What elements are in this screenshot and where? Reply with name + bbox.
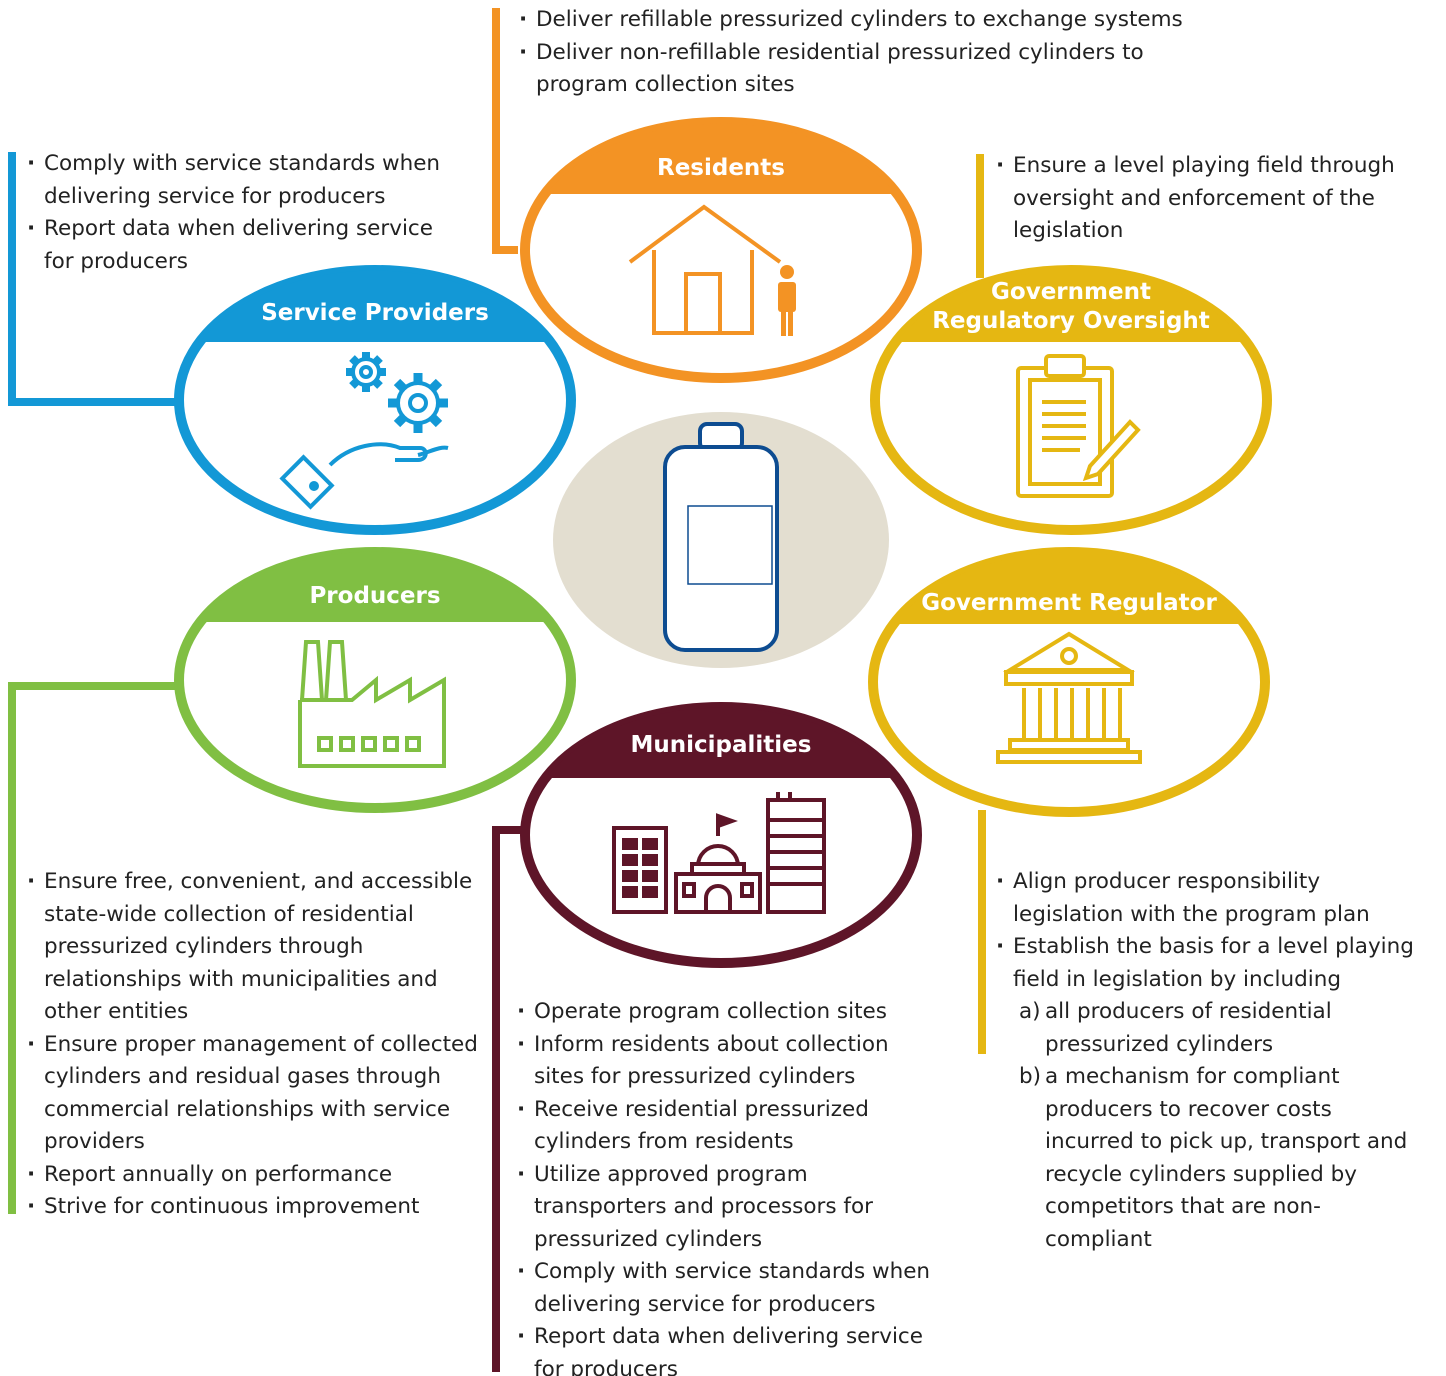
service-providers-bullet-list: Comply with service standards when deliv… — [27, 148, 477, 278]
city-buildings-icon — [612, 792, 826, 914]
government-regulator-sub-item: b) a mechanism for compliant producers t… — [1013, 1061, 1415, 1256]
government-regulator-title: Government Regulator — [921, 590, 1217, 616]
residents-title: Residents — [657, 155, 785, 181]
producers-header — [200, 551, 550, 622]
producers-bullet-list: Ensure free, convenient, and accessible … — [27, 866, 489, 1224]
government-regulator-group: Government Regulator — [868, 547, 1270, 1054]
municipalities-bullet: Report data when delivering service for … — [517, 1321, 959, 1376]
residents-bullet-list: Deliver refillable pressurized cylinders… — [519, 4, 1219, 102]
house-person-icon — [628, 204, 796, 336]
municipalities-connector-line — [492, 826, 530, 1372]
residents-header — [546, 123, 896, 194]
service-providers-connector-line — [8, 152, 180, 406]
government-regulator-sub-list: a) all producers of residential pressuri… — [1013, 996, 1436, 1256]
service-providers-group: Service Providers — [8, 152, 576, 535]
government-oversight-bullet: Ensure a level playing field through ove… — [996, 150, 1406, 248]
producers-group: Producers — [8, 547, 576, 1214]
producers-bullet: Ensure proper management of collected cy… — [27, 1029, 489, 1159]
residents-bullet: Deliver refillable pressurized cylinders… — [519, 4, 1219, 37]
residents-connector-line — [492, 8, 518, 254]
courthouse-icon — [996, 631, 1142, 764]
municipalities-bullet: Comply with service standards when deliv… — [517, 1256, 947, 1321]
government-oversight-bullet-list: Ensure a level playing field through ove… — [996, 150, 1406, 248]
government-regulator-bullet: Establish the basis for a level playing … — [996, 931, 1436, 1256]
clipboard-pencil-icon — [1016, 354, 1141, 498]
service-providers-header — [200, 270, 550, 342]
government-regulator-sub-item: a) all producers of residential pressuri… — [1013, 996, 1375, 1061]
municipalities-header — [546, 707, 896, 778]
service-providers-bullet: Report data when delivering service for … — [27, 213, 469, 278]
producers-bullet: Ensure free, convenient, and accessible … — [27, 866, 489, 1029]
service-providers-bullet: Comply with service standards when deliv… — [27, 148, 477, 213]
municipalities-bullet: Inform residents about collection sites … — [517, 1029, 929, 1094]
sub-item-text: a mechanism for compliant producers to r… — [1045, 1064, 1408, 1252]
government-regulator-header — [894, 552, 1244, 624]
producers-connector-line — [8, 682, 180, 1214]
cylinder-bottle-icon — [663, 422, 779, 652]
center-group — [553, 412, 889, 668]
service-providers-title: Service Providers — [261, 300, 489, 326]
municipalities-title: Municipalities — [631, 732, 812, 758]
producers-title: Producers — [309, 583, 440, 609]
government-regulator-bullet-text: Establish the basis for a level playing … — [1013, 934, 1414, 992]
sub-item-marker: a) — [1019, 999, 1041, 1024]
government-regulator-bullet-list: Align producer responsibility legislatio… — [996, 866, 1436, 1256]
municipalities-bullet: Operate program collection sites — [517, 996, 947, 1029]
government-oversight-group: Government Regulatory Oversight — [870, 154, 1272, 535]
producers-bullet: Report annually on performance — [27, 1159, 489, 1192]
hand-gears-icon — [279, 352, 449, 510]
sub-item-marker: b) — [1019, 1064, 1042, 1089]
government-regulator-bullet: Align producer responsibility legislatio… — [996, 866, 1373, 931]
sub-item-text: all producers of residential pressurized… — [1045, 999, 1332, 1057]
municipalities-bullet: Receive residential pressurized cylinder… — [517, 1094, 914, 1159]
factory-icon — [298, 640, 446, 768]
municipalities-bullet-list: Operate program collection sites Inform … — [517, 996, 947, 1376]
municipalities-bullet: Utilize approved program transporters an… — [517, 1159, 879, 1257]
government-oversight-title-line2: Regulatory Oversight — [932, 308, 1210, 334]
government-oversight-title-line1: Government — [991, 279, 1151, 305]
residents-bullet: Deliver non-refillable residential press… — [519, 37, 1146, 102]
government-oversight-header — [896, 270, 1246, 342]
municipalities-group: Municipalities — [492, 702, 922, 1372]
producers-bullet: Strive for continuous improvement — [27, 1191, 489, 1224]
residents-group: Residents — [492, 8, 922, 383]
